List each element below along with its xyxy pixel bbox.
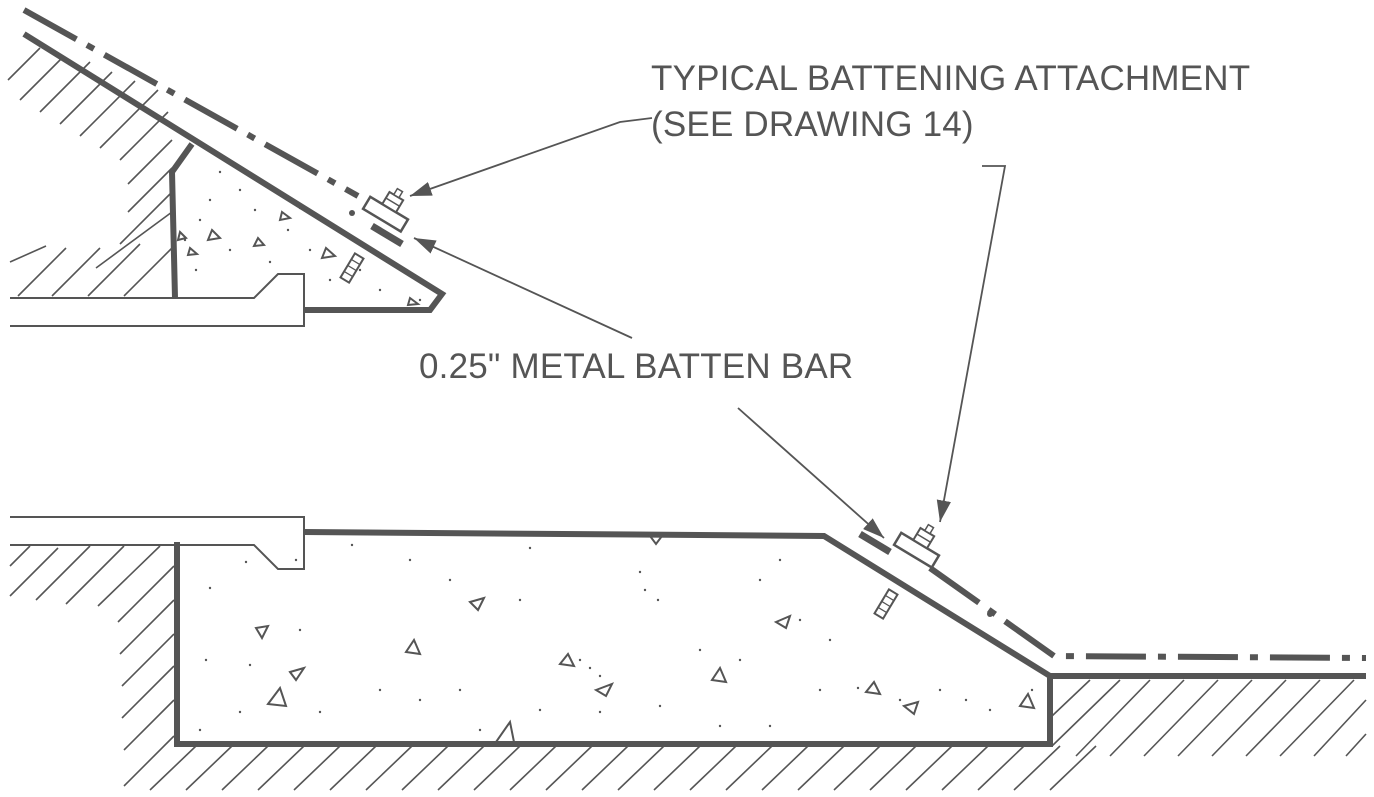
bottom-detail	[9, 516, 1367, 791]
battening-attachment-label-line2: (SEE DRAWING 14)	[651, 105, 974, 144]
leader-battening-bottom	[936, 165, 1007, 523]
bottom-left-soil-hatch	[9, 545, 175, 787]
top-slope-line	[22, 31, 447, 313]
bottom-anchor	[873, 588, 899, 620]
bottom-base-soil-hatch	[149, 745, 1097, 791]
bottom-membrane-dashdot	[928, 565, 1367, 661]
top-anchor	[339, 252, 365, 284]
bottom-right-soil-hatch	[1051, 679, 1367, 757]
bottom-concrete-outline	[174, 529, 1053, 747]
top-membrane-dashdot	[22, 7, 360, 199]
bottom-fastener	[892, 523, 941, 570]
bottom-batten-bar	[858, 530, 892, 556]
bottom-slab	[10, 516, 305, 570]
leader-battening-top	[409, 117, 653, 197]
top-concrete-stipple	[183, 170, 422, 302]
top-slab	[10, 273, 305, 327]
top-detail	[7, 7, 447, 327]
leader-lines	[409, 117, 1007, 539]
batten-bar-label: 0.25" METAL BATTEN BAR	[419, 347, 854, 386]
battening-attachment-label-line1: TYPICAL BATTENING ATTACHMENT	[651, 59, 1251, 98]
bottom-dot	[987, 611, 993, 617]
bottom-concrete-aggregate	[254, 535, 1036, 743]
bottom-concrete-stipple	[198, 543, 1034, 732]
leader-batten-bar-bottom	[737, 407, 885, 539]
leader-batten-bar-top	[413, 237, 633, 339]
top-batten-bar	[370, 222, 404, 248]
top-fastener	[361, 187, 410, 234]
top-concrete-aggregate	[176, 210, 421, 307]
top-dot	[349, 210, 355, 216]
top-concrete-left-edge	[168, 142, 195, 299]
top-soil-hatch	[7, 47, 173, 297]
